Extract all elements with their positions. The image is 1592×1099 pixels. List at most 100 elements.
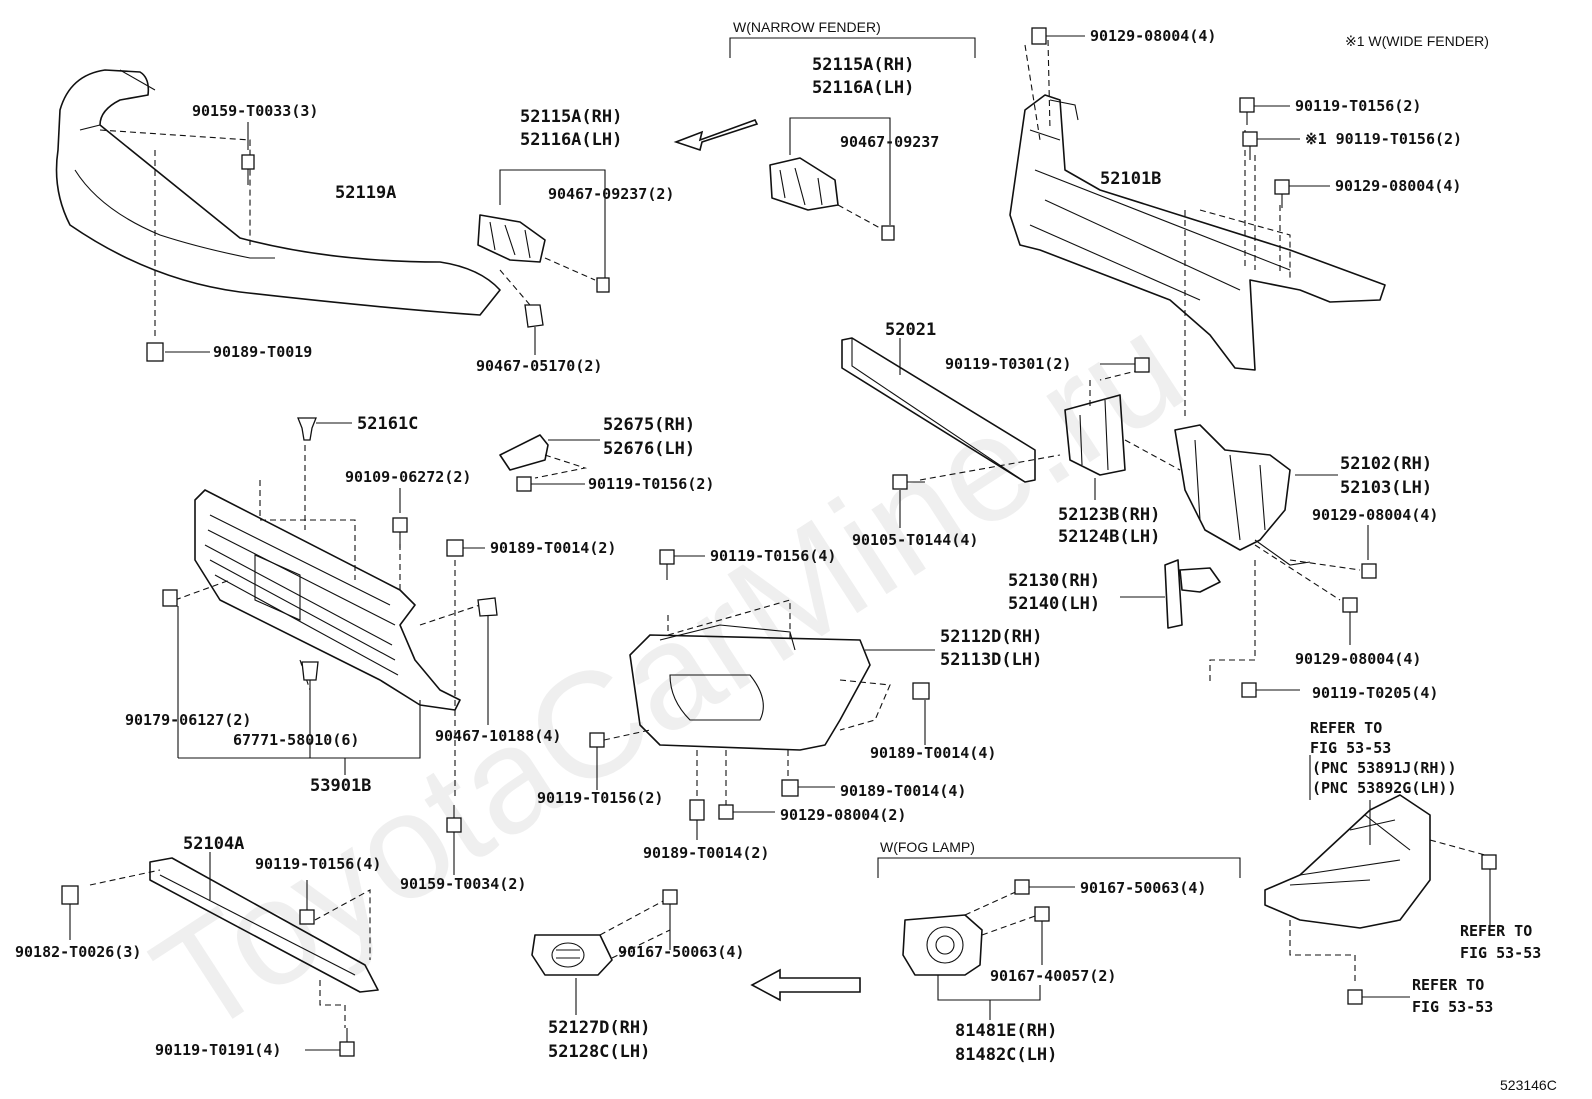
part-52115a-bracket-left xyxy=(477,214,546,263)
part-52112d-bumper-corner xyxy=(629,624,871,751)
note-fog-lamp: W(FOG LAMP) xyxy=(880,839,975,855)
part-52675-bracket xyxy=(499,434,549,471)
fastener-90129-08004-r5 xyxy=(1342,597,1358,613)
label-90189-t0019: 90189-T0019 xyxy=(213,343,312,361)
label-90467-09237: 90467-09237 xyxy=(840,133,939,151)
label-90159-t0034: 90159-T0034(2) xyxy=(400,875,526,893)
label-52675-rh: 52675(RH) xyxy=(603,415,695,435)
label-81482c-lh: 81482C(LH) xyxy=(955,1045,1057,1065)
fastener-90119-t0156-c xyxy=(659,549,675,580)
fastener-90159-t0033 xyxy=(241,154,255,185)
label-90109-06272: 90109-06272(2) xyxy=(345,468,471,486)
label-90167-50063-b: 90167-50063(4) xyxy=(1080,879,1206,897)
part-52115a-bracket-narrow xyxy=(769,157,839,211)
label-90189-t0014-b: 90189-T0014(4) xyxy=(870,744,996,762)
label-90119-t0205: 90119-T0205(4) xyxy=(1312,684,1438,702)
label-90182-t0026: 90182-T0026(3) xyxy=(15,943,141,961)
fastener-90119-t0156-e xyxy=(299,909,315,925)
label-52124b-lh: 52124B(LH) xyxy=(1058,527,1160,547)
fastener-90467-09237 xyxy=(881,225,895,241)
fastener-refer-bottom xyxy=(1347,989,1363,1005)
label-52128c-lh: 52128C(LH) xyxy=(548,1042,650,1062)
fastener-90189-t0019 xyxy=(146,342,164,362)
fastener-90467-09237-2 xyxy=(596,277,610,293)
fastener-90119-t0156-d xyxy=(589,732,605,748)
label-90119-t0156-mid: 90119-T0156(2) xyxy=(588,475,714,493)
label-90129-08004-r3: 90129-08004(4) xyxy=(1335,177,1461,195)
label-90467-05170: 90467-05170(2) xyxy=(476,357,602,375)
part-52101b-bumper-reinforcement xyxy=(1009,94,1386,371)
label-81481e-rh: 81481E(RH) xyxy=(955,1021,1057,1041)
label-90129-08004-b: 90129-08004(2) xyxy=(780,806,906,824)
refer1-line1: REFER TO xyxy=(1310,719,1382,737)
label-52101b: 52101B xyxy=(1100,169,1161,189)
label-90119-t0156-r1: 90119-T0156(2) xyxy=(1295,97,1421,115)
label-52123b-rh: 52123B(RH) xyxy=(1058,505,1160,525)
label-90105-t0144: 90105-T0144(4) xyxy=(852,531,978,549)
label-52116a-lh-top: 52116A(LH) xyxy=(812,78,914,98)
part-52123b-bracket xyxy=(1064,394,1126,476)
label-90167-40057: 90167-40057(2) xyxy=(990,967,1116,985)
label-52676-lh: 52676(LH) xyxy=(603,439,695,459)
label-90467-09237-2: 90467-09237(2) xyxy=(548,185,674,203)
label-90179-06127: 90179-06127(2) xyxy=(125,711,251,729)
fastener-90119-t0301 xyxy=(1134,357,1150,373)
fastener-90167-50063-a xyxy=(662,889,678,905)
fastener-90189-t0014-a xyxy=(446,539,464,557)
part-52102-retainer xyxy=(1174,424,1311,566)
label-53901b: 53901B xyxy=(310,776,371,796)
label-52113d-lh: 52113D(LH) xyxy=(940,650,1042,670)
fastener-90167-40057 xyxy=(1034,906,1050,922)
label-52112d-rh: 52112D(RH) xyxy=(940,627,1042,647)
label-52021: 52021 xyxy=(885,320,936,340)
label-52161c: 52161C xyxy=(357,414,418,434)
refer1-line3: (PNC 53891J(RH)) xyxy=(1312,759,1457,777)
label-90119-t0191: 90119-T0191(4) xyxy=(155,1041,281,1059)
fastener-refer-right xyxy=(1481,854,1497,870)
label-90129-08004-r4: 90129-08004(4) xyxy=(1312,506,1438,524)
fastener-90189-t0014-b xyxy=(912,682,930,700)
label-52102-rh: 52102(RH) xyxy=(1340,454,1432,474)
diagram-code: 523146C xyxy=(1500,1077,1557,1093)
part-52021-license-bracket xyxy=(841,337,1036,483)
fastener-90129-08004-r3 xyxy=(1274,179,1290,208)
label-52116a-lh: 52116A(LH) xyxy=(520,130,622,150)
part-53901b-radiator-grille xyxy=(194,489,461,711)
fastener-90182-t0026 xyxy=(61,885,79,905)
label-52130-rh: 52130(RH) xyxy=(1008,571,1100,591)
refer1-line2: FIG 53-53 xyxy=(1310,739,1391,757)
fastener-67771-58010 xyxy=(301,661,319,681)
note-narrow-fender: W(NARROW FENDER) xyxy=(733,19,881,35)
fastener-90159-t0034 xyxy=(446,805,462,833)
fastener-90179-06127 xyxy=(162,589,178,607)
direction-arrow-2 xyxy=(750,968,861,1002)
fastener-90189-t0014-c xyxy=(781,779,799,797)
fastener-90467-10188 xyxy=(477,597,498,617)
refer3-line2: FIG 53-53 xyxy=(1412,998,1493,1016)
label-90119-t0156-e: 90119-T0156(4) xyxy=(255,855,381,873)
label-90467-10188: 90467-10188(4) xyxy=(435,727,561,745)
label-90189-t0014-c: 90189-T0014(4) xyxy=(840,782,966,800)
part-52130-bracket xyxy=(1164,559,1221,629)
label-52119a: 52119A xyxy=(335,183,396,203)
label-90167-50063-a: 90167-50063(4) xyxy=(618,943,744,961)
part-81481e-fog-lamp xyxy=(902,914,983,976)
label-52104a: 52104A xyxy=(183,834,244,854)
label-90189-t0014-a: 90189-T0014(2) xyxy=(490,539,616,557)
part-52119a-lower-valance xyxy=(55,69,501,316)
label-90119-t0156-r2: ※1 90119-T0156(2) xyxy=(1305,130,1462,148)
fastener-90109-06272 xyxy=(392,517,408,548)
label-90129-08004-top: 90129-08004(4) xyxy=(1090,27,1216,45)
label-52115a-rh-top: 52115A(RH) xyxy=(812,55,914,75)
part-52104a-lower-absorber xyxy=(149,857,379,993)
part-fender-liner xyxy=(1264,794,1431,929)
note-wide-fender: ※1 W(WIDE FENDER) xyxy=(1345,33,1489,49)
refer3-line1: REFER TO xyxy=(1412,976,1484,994)
label-52115a-rh: 52115A(RH) xyxy=(520,107,622,127)
fastener-90105-t0144 xyxy=(892,474,925,490)
label-52103-lh: 52103(LH) xyxy=(1340,478,1432,498)
fastener-52161c xyxy=(297,417,317,441)
label-90119-t0156-d: 90119-T0156(2) xyxy=(537,789,663,807)
fastener-90129-08004-r4 xyxy=(1361,563,1377,579)
